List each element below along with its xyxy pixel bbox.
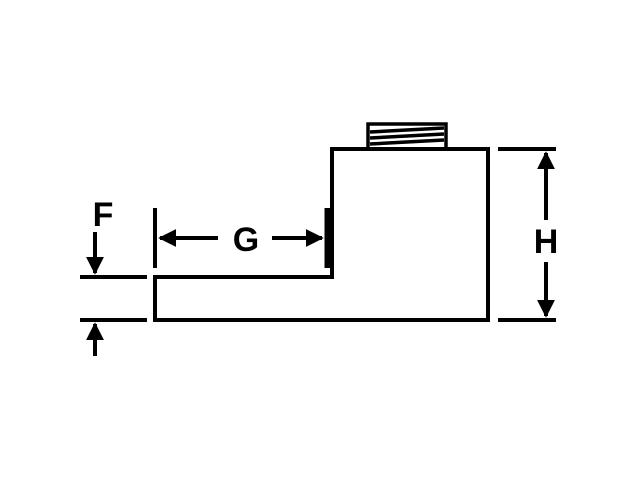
h-label: H (534, 223, 559, 261)
lug-body (153, 147, 490, 322)
g-dimension (153, 208, 324, 268)
g-label: G (233, 221, 259, 259)
h-dimension (498, 147, 556, 322)
f-dimension (80, 232, 147, 356)
set-screw (366, 122, 448, 151)
f-label: F (93, 196, 114, 234)
